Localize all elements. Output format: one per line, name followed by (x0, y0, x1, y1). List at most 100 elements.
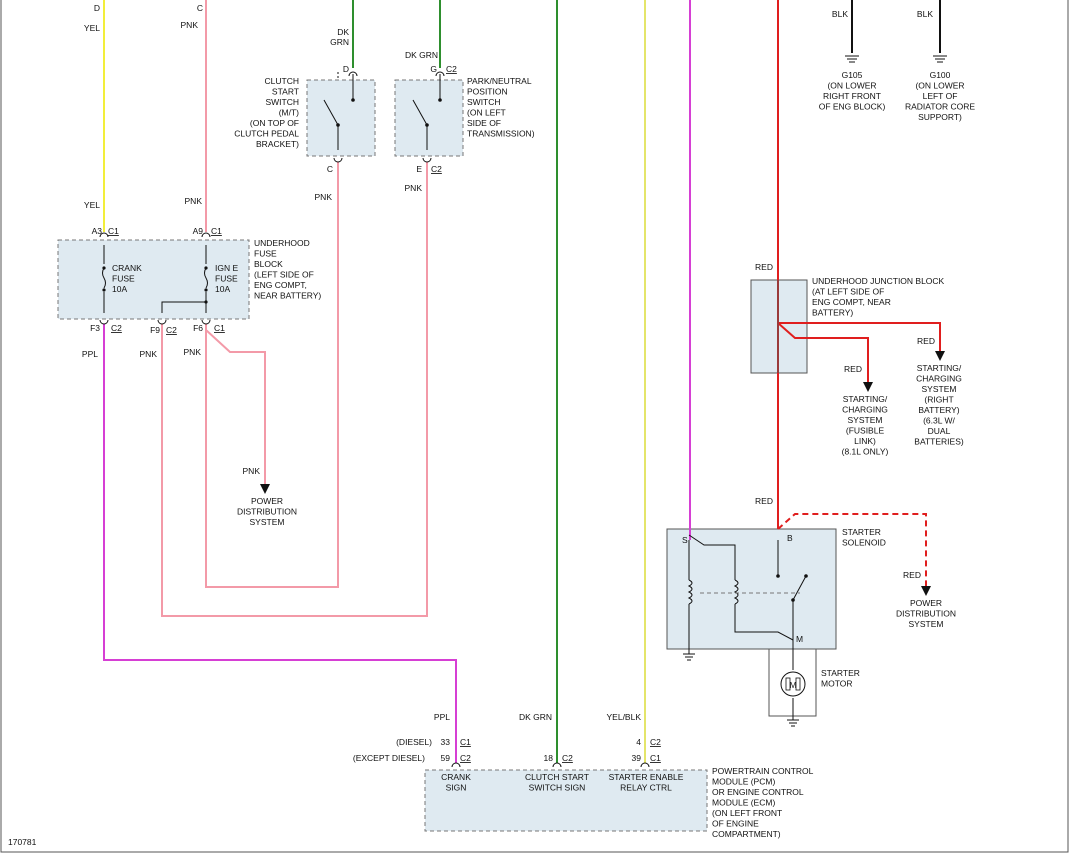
pcm-label-line-4: (ON LEFT FRONT (712, 808, 782, 818)
diagram-id: 170781 (8, 837, 37, 847)
pcm-label-line-2: OR ENGINE CONTROL (712, 787, 804, 797)
park-neutral-switch-label-line-2: SWITCH (467, 97, 501, 107)
wire-label-red-right: RED (917, 336, 935, 346)
pin-33: 33 (441, 737, 451, 747)
pcm-label-line-1: MODULE (PCM) (712, 777, 775, 787)
starting-charging-right-label-line-0: STARTING/ (917, 363, 962, 373)
pcm-label-line-5: OF ENGINE (712, 819, 759, 829)
park-neutral-switch-label-line-3: (ON LEFT (467, 108, 506, 118)
pin-c1-33: C1 (460, 737, 471, 747)
starter-motor-icon (780, 671, 806, 697)
pin-c2-pnp-top: C2 (446, 64, 457, 74)
clutch-start-switch-label-line-1: START (272, 87, 299, 97)
crank-sign-label-line-0: CRANK (441, 772, 471, 782)
park-neutral-switch-label-line-0: PARK/NEUTRAL (467, 76, 532, 86)
pin-b: B (787, 533, 793, 543)
underhood-fuse-block-box (57, 239, 250, 320)
ground-g100-line-1: (ON LOWER (915, 81, 964, 91)
ground-g100-line-3: RADIATOR CORE (905, 102, 975, 112)
pin-c-top: C (197, 3, 203, 13)
wire-label-red-pd: RED (903, 570, 921, 580)
wire-label-ppl: PPL (82, 349, 98, 359)
underhood-junction-block-label-line-2: ENG COMPT, NEAR (812, 297, 891, 307)
underhood-fuse-block-label-line-4: ENG COMPT, (254, 280, 307, 290)
clutch-switch-contact-icon (323, 72, 355, 150)
wire-label-blk-g100: BLK (917, 9, 933, 19)
ground-icon-solenoid (683, 649, 695, 661)
wire-label-pnk: PNK (185, 196, 203, 206)
solenoid-internals (687, 534, 808, 716)
motor-symbol: M (789, 680, 796, 690)
pin-e-pnp: E (416, 164, 422, 174)
pin-c2-59: C2 (460, 753, 471, 763)
ground-icon-g105 (845, 55, 859, 63)
underhood-junction-block-label-line-3: BATTERY) (812, 308, 853, 318)
starting-charging-right-label-line-2: SYSTEM (922, 384, 957, 394)
wire-label-grn: GRN (330, 37, 349, 47)
ground-icon-g100 (933, 55, 947, 63)
ppl-wire (103, 324, 457, 763)
starting-charging-right-label-line-7: BATTERIES) (914, 437, 964, 447)
ground-icon-motor (787, 716, 799, 727)
wire-label-blk-g105: BLK (832, 9, 848, 19)
clutch-start-sign-label-line-0: CLUTCH START (525, 772, 589, 782)
ground-g105-line-0: G105 (842, 70, 863, 80)
pin-a3: A3 (92, 226, 103, 236)
wire-label-red-junction: RED (755, 262, 773, 272)
red-wire-right-battery (778, 322, 941, 353)
pnk-wire-f9-pnp (161, 162, 428, 617)
clutch-start-sign-label-line-1: SWITCH SIGN (529, 783, 586, 793)
park-neutral-switch-box (394, 79, 464, 157)
starter-enable-label-line-1: RELAY CTRL (620, 783, 672, 793)
wire-label-red-fusible: RED (844, 364, 862, 374)
pcm-box (424, 769, 708, 832)
clutch-start-switch-label-line-4: (ON TOP OF (250, 118, 299, 128)
ign-e-fuse-label-line-1: FUSE (215, 274, 238, 284)
ground-g105-line-2: RIGHT FRONT (823, 91, 881, 101)
underhood-fuse-block-label-line-3: (LEFT SIDE OF (254, 270, 314, 280)
power-distribution-label-right-line-2: SYSTEM (909, 619, 944, 629)
starter-motor-label-line-1: MOTOR (821, 679, 852, 689)
pin-c2-18: C2 (562, 753, 573, 763)
wire-label-pnk-pnp: PNK (405, 183, 423, 193)
ign-e-fuse-icon (161, 245, 208, 313)
park-neutral-switch-label-line-4: SIDE OF (467, 118, 501, 128)
clutch-start-switch-box (306, 79, 376, 157)
pin-39: 39 (632, 753, 642, 763)
pin-18: 18 (544, 753, 554, 763)
pcm-label-line-6: COMPARTMENT) (712, 829, 781, 839)
power-distribution-label-left-line-2: SYSTEM (250, 517, 285, 527)
power-distribution-label-right-line-0: POWER (910, 598, 942, 608)
starting-charging-right-label-line-4: BATTERY) (918, 405, 959, 415)
ground-g100-line-4: SUPPORT) (918, 112, 962, 122)
park-neutral-switch-label-line-5: TRANSMISSION) (467, 129, 535, 139)
underhood-fuse-block-label-line-5: NEAR BATTERY) (254, 291, 321, 301)
pin-f9: F9 (150, 325, 160, 335)
ign-e-fuse-label-line-0: IGN E (215, 263, 238, 273)
crank-fuse-label-line-1: FUSE (112, 274, 135, 284)
clutch-start-switch-label-line-3: (M/T) (279, 108, 299, 118)
pin-d-clutch: D (343, 64, 349, 74)
pin-c1-a9: C1 (211, 226, 222, 236)
pin-m: M (796, 634, 803, 644)
pin-4: 4 (636, 737, 641, 747)
power-distribution-label-right-line-1: DISTRIBUTION (896, 609, 956, 619)
clutch-start-switch-label-line-0: CLUTCH (265, 76, 299, 86)
pin-c-clutch: C (327, 164, 333, 174)
pcm-label-line-3: MODULE (ECM) (712, 798, 775, 808)
pin-c2-pnp-bottom: C2 (431, 164, 442, 174)
pnp-switch-contact-icon (412, 74, 442, 150)
ground-g100-line-2: LEFT OF (923, 91, 958, 101)
arrow-pnk-power-dist (260, 484, 270, 494)
pin-g-pnp: G (430, 64, 437, 74)
starting-charging-right-label-line-6: DUAL (928, 426, 951, 436)
arrow-red-fusible (863, 382, 873, 392)
wire-label-yel-top: YEL (84, 23, 100, 33)
pin-c2-f3: C2 (111, 323, 122, 333)
ground-g105-line-1: (ON LOWER (827, 81, 876, 91)
wire-label-dk-grn-pcm: DK GRN (519, 712, 552, 722)
wire-label-pnk-top: PNK (181, 20, 199, 30)
starting-charging-right-label-line-3: (RIGHT (924, 395, 953, 405)
